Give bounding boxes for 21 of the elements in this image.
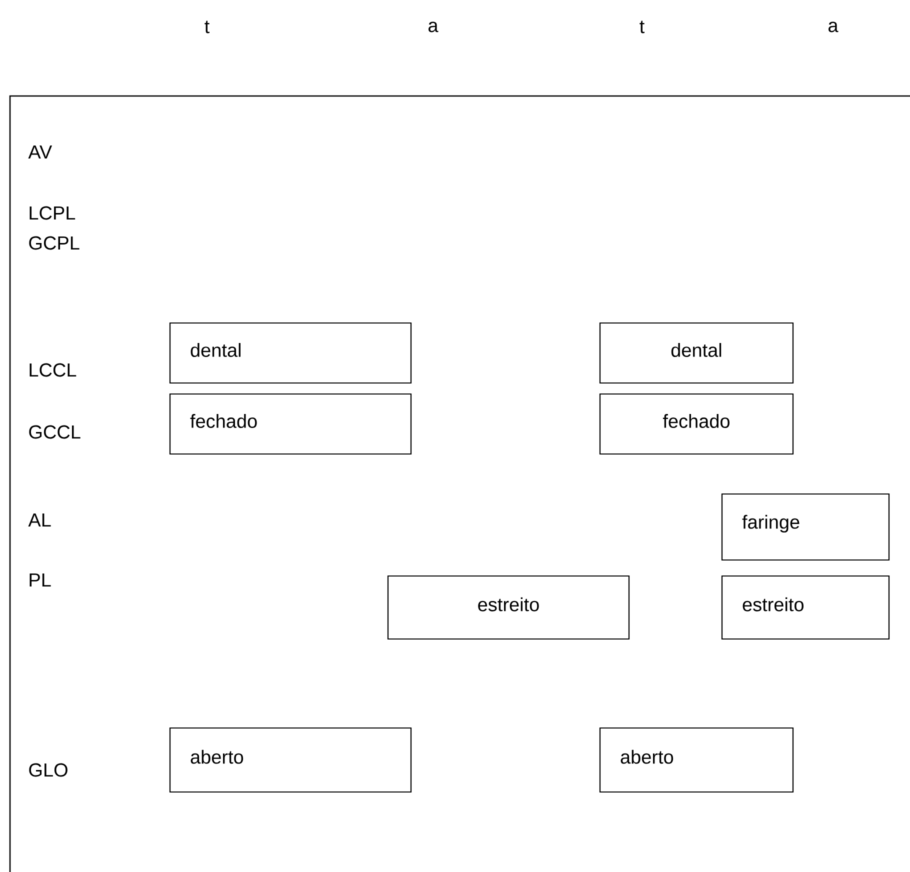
tier-label: GCPL [29,236,80,250]
tier-label: GCCL [29,425,80,439]
tier-label: AL [28,513,51,527]
gesture-box: dental [599,322,794,384]
gesture-box: dental [169,322,412,384]
gesture-box: faringe [721,493,890,561]
tier-label: LCPL [30,206,76,220]
phone-label: a [828,22,838,32]
gesture-box: fechado [169,393,412,455]
phone-label: t [204,20,210,34]
phone-label: t [640,20,644,34]
tier-label: GLO [29,763,68,777]
gesture-box: aberto [169,727,412,793]
gesture-box: estreito [721,575,890,640]
gesture-box: aberto [599,727,794,793]
gesture-box: estreito [387,575,630,640]
phone-label: a [428,22,438,32]
tier-label: AV [28,145,52,159]
gesture-box: fechado [599,393,794,455]
tier-label: PL [30,573,51,587]
tier-label: LCCL [30,363,76,377]
